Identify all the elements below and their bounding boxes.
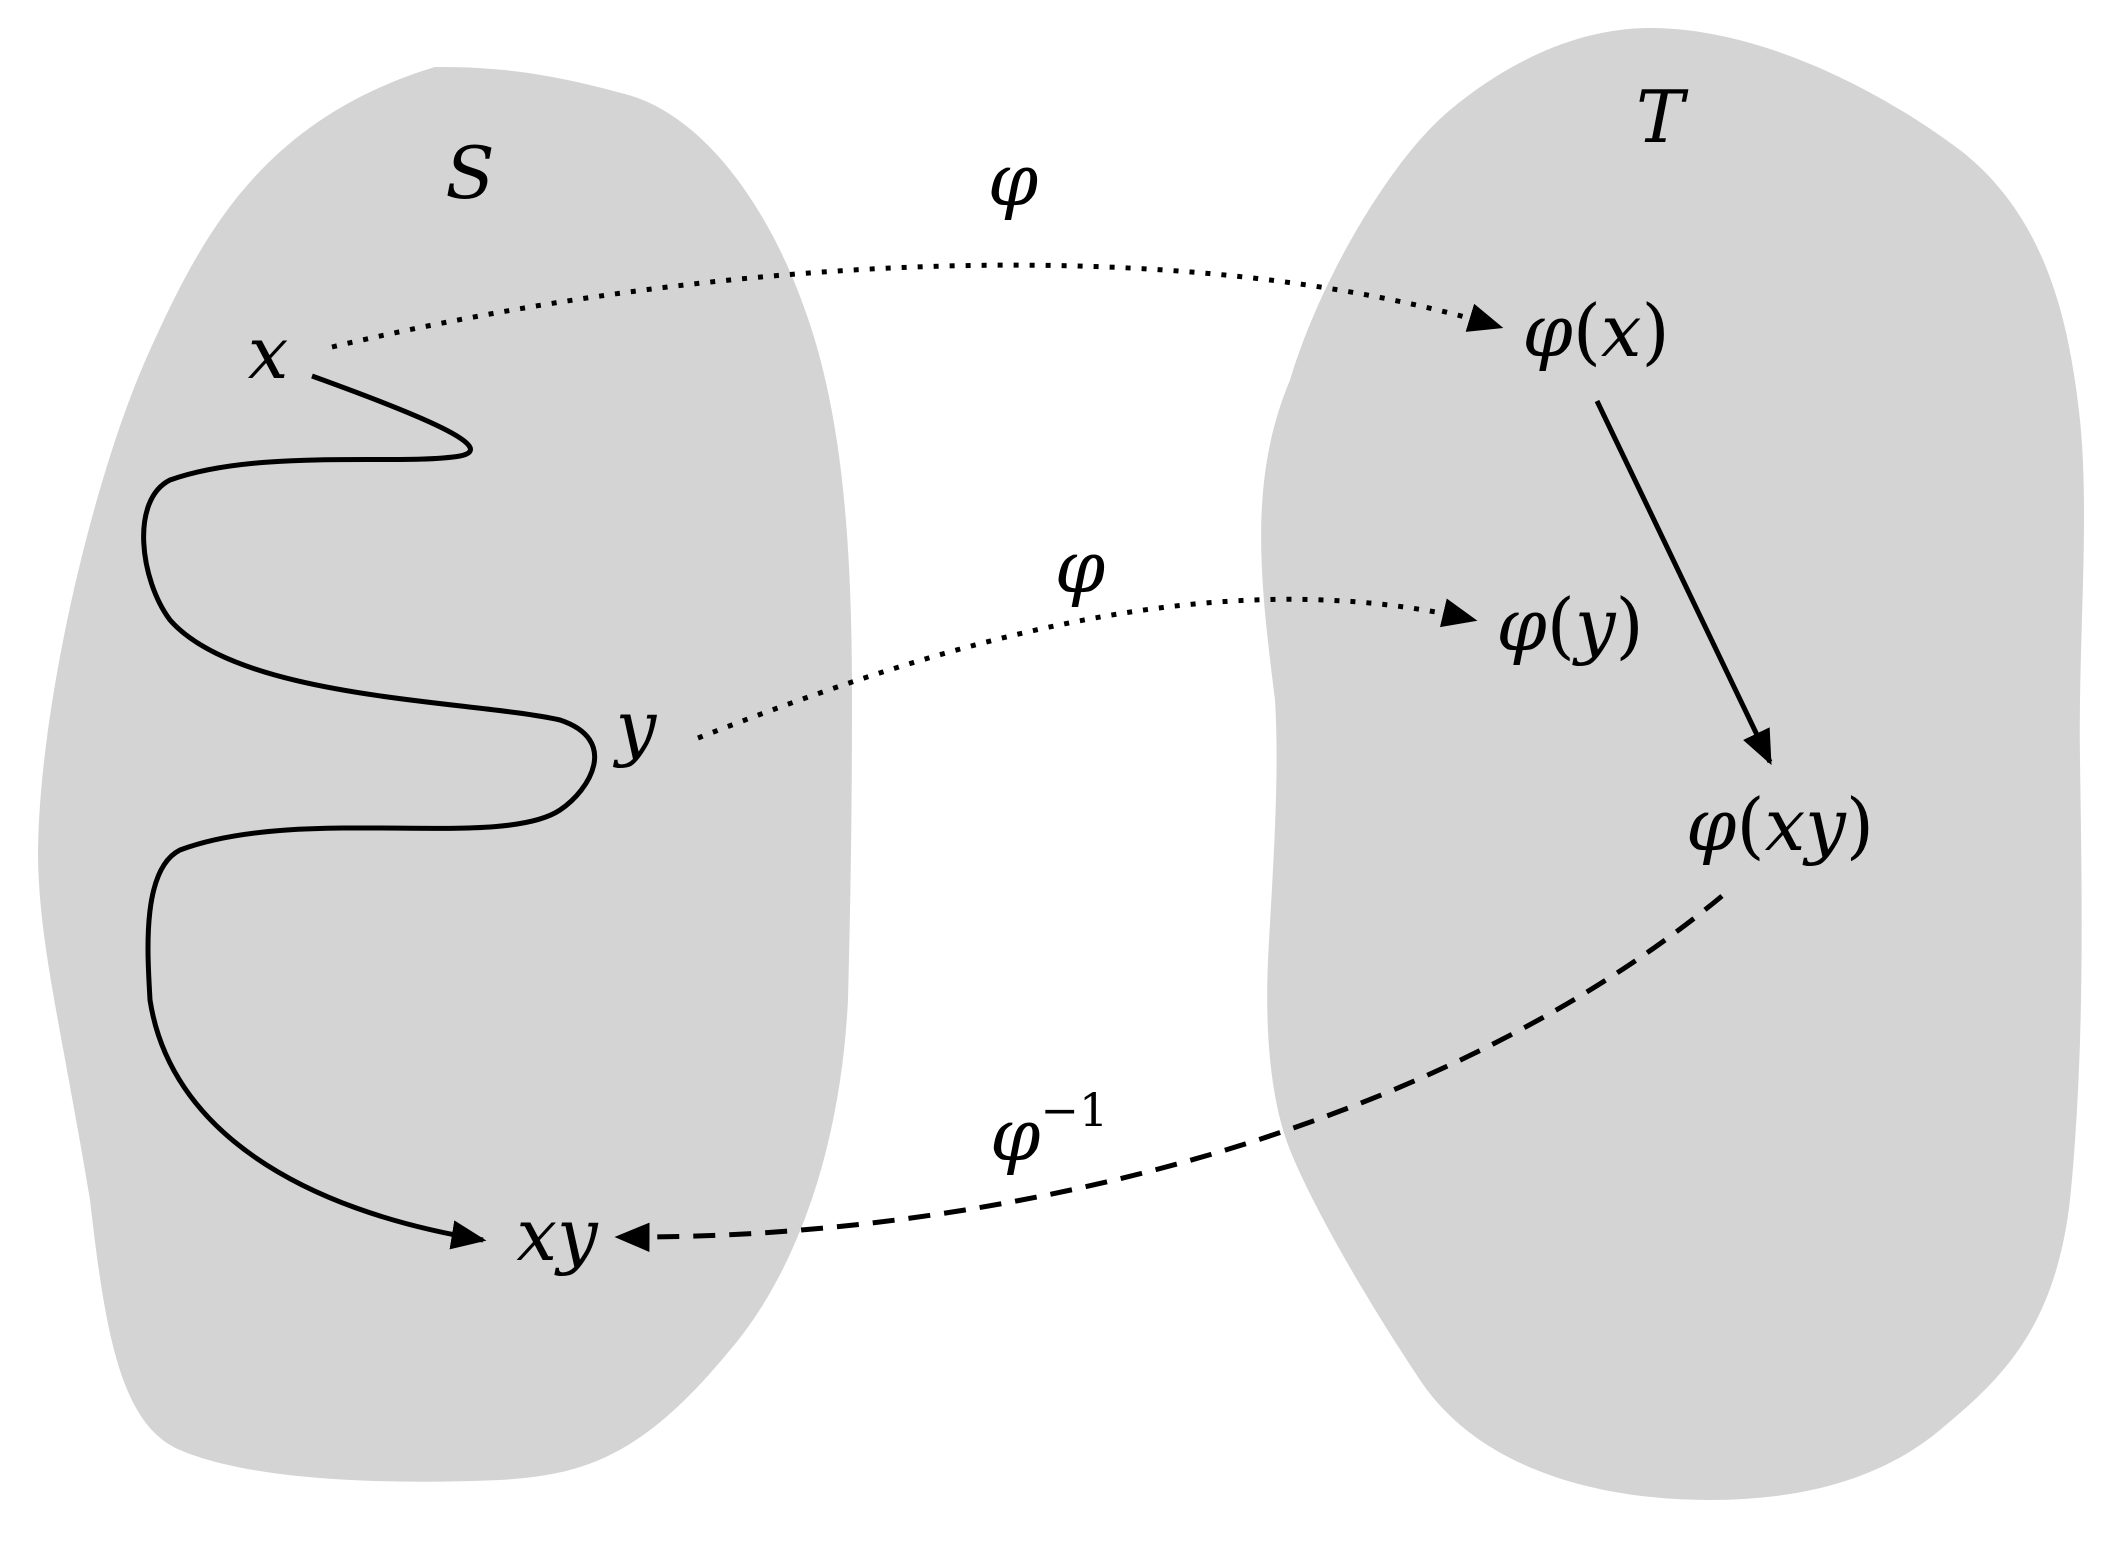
phi-x-label: φ(x) — [1522, 289, 1669, 373]
set-s-label: S — [445, 131, 494, 215]
phi-y-label: φ(y) — [1496, 583, 1643, 667]
map-phi-inverse-label: φ−1 — [990, 1083, 1108, 1177]
phi-xy-label: φ(xy) — [1686, 783, 1874, 867]
point-y-label: y — [613, 685, 658, 769]
point-x-label: x — [248, 311, 289, 395]
map-phi-x-arrow — [331, 262, 1504, 350]
path-x-to-xy — [141, 373, 597, 1250]
set-t-label: T — [1636, 75, 1689, 159]
map-phi-middle-label: φ — [1055, 525, 1106, 609]
product-arrow-phi-x-to-phi-xy — [1594, 399, 1773, 766]
point-xy-label: xy — [516, 1193, 599, 1277]
set-s-region — [38, 66, 852, 1482]
map-phi-inverse-arrow — [614, 894, 1724, 1252]
map-phi-y-arrow — [697, 596, 1478, 741]
set-t-region — [1261, 28, 2085, 1500]
map-phi-top-label: φ — [988, 138, 1039, 222]
